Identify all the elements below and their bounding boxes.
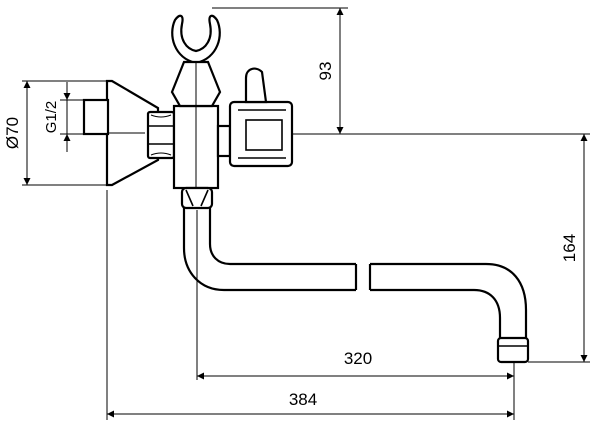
hex-nut [146, 110, 176, 160]
dimension-labels: Ø70 G1/2 93 164 320 384 [3, 62, 579, 409]
overall-reach-label: 384 [289, 390, 317, 409]
holder-height-label: 93 [316, 62, 335, 81]
spout-swivel [180, 186, 214, 210]
inlet-pipe [82, 98, 110, 136]
thread-size-label: G1/2 [43, 101, 60, 134]
spout-height-label: 164 [560, 234, 579, 262]
valve-body [172, 104, 220, 190]
spout-reach-label: 320 [344, 349, 372, 368]
shower-holder [170, 14, 222, 108]
spout-nozzle [496, 336, 530, 364]
flange-diameter-label: Ø70 [3, 117, 22, 149]
dimension-lines [23, 7, 588, 418]
extension-lines [22, 7, 590, 420]
spout-pipe [182, 208, 528, 338]
valve-handle [216, 67, 294, 168]
